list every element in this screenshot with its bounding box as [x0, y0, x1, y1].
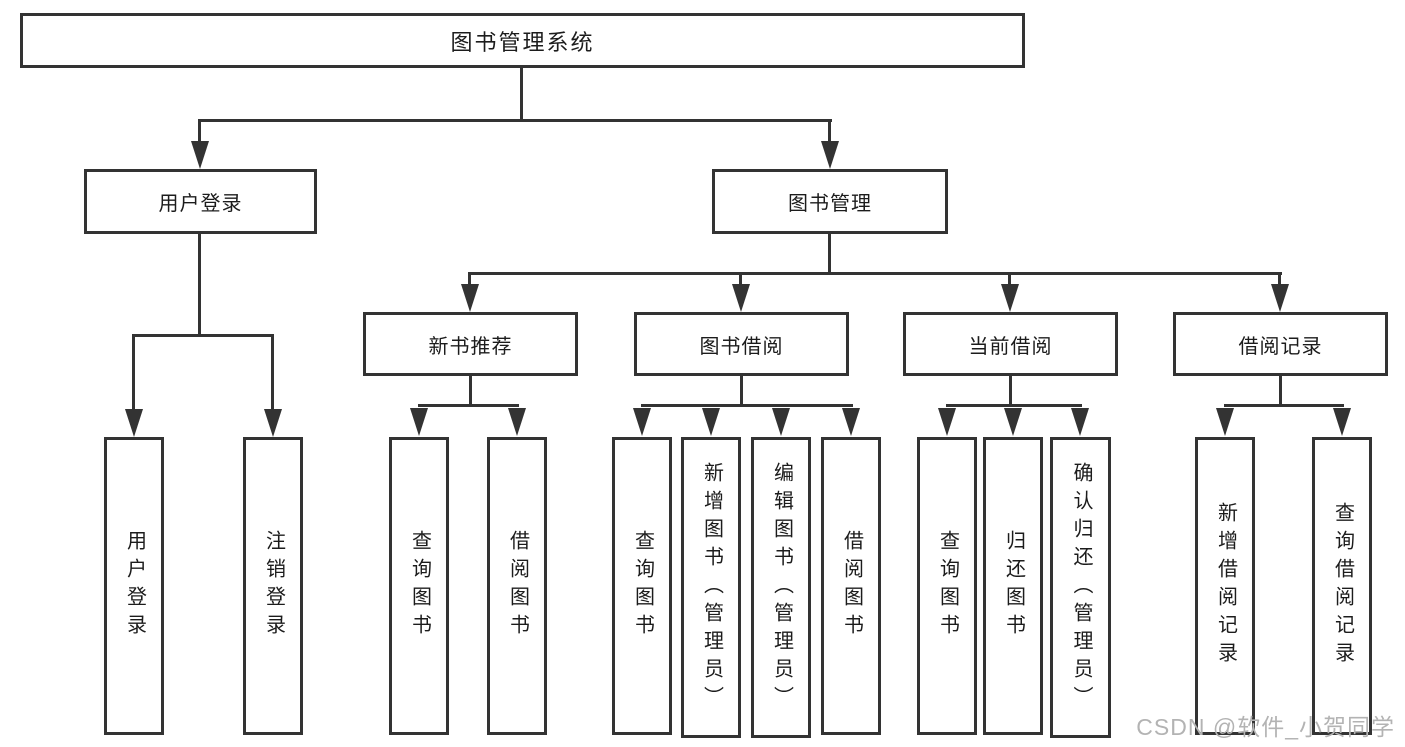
edge-book-management-shaft [828, 119, 831, 145]
leaf-confirm-return-admin: 确认归还（管理员） [1050, 437, 1111, 738]
leaf-query-books-3-label: 查询图书 [936, 530, 959, 642]
leaf-query-books-1-label: 查询图书 [408, 530, 431, 642]
edge-borrow-records-stub [1279, 374, 1282, 407]
arrow-down-icon [772, 408, 790, 436]
node-borrow-records: 借阅记录 [1173, 312, 1388, 376]
leaf-query-books-2-label: 查询图书 [631, 530, 654, 642]
edge-leaf-shaft [271, 334, 274, 412]
edge-new-book-split [418, 404, 519, 407]
node-book-management: 图书管理 [712, 169, 948, 234]
arrow-down-icon [410, 408, 428, 436]
node-new-book-recommend: 新书推荐 [363, 312, 578, 376]
edge-user-login-split [132, 334, 274, 337]
node-root-label: 图书管理系统 [450, 29, 595, 55]
edge-book-borrow-split [641, 404, 853, 407]
arrow-down-icon [842, 408, 860, 436]
arrow-down-icon [938, 408, 956, 436]
leaf-edit-book-admin-label: 编辑图书（管理员） [770, 461, 793, 714]
node-new-book-recommend-label: 新书推荐 [428, 335, 513, 358]
leaf-query-books-3: 查询图书 [917, 437, 977, 735]
edge-level2-branch [198, 119, 832, 122]
leaf-edit-book-admin: 编辑图书（管理员） [751, 437, 811, 738]
leaf-logout: 注销登录 [243, 437, 303, 735]
arrow-down-icon [1333, 408, 1351, 436]
arrow-down-icon [461, 284, 479, 312]
arrow-down-icon [1216, 408, 1234, 436]
edge-level3-branch [468, 272, 1282, 275]
edge-level3-shaft [1278, 272, 1281, 286]
leaf-add-borrow-record: 新增借阅记录 [1195, 437, 1255, 735]
leaf-return-book-label: 归还图书 [1002, 530, 1025, 642]
leaf-borrow-books-1-label: 借阅图书 [506, 530, 529, 642]
arrow-down-icon [702, 408, 720, 436]
leaf-user-login: 用户登录 [104, 437, 164, 735]
edge-current-borrow-stub [1009, 374, 1012, 407]
edge-level3-shaft [1008, 272, 1011, 286]
edge-user-login-shaft [198, 119, 201, 145]
edge-current-borrow-split [946, 404, 1082, 407]
node-current-borrow-label: 当前借阅 [968, 335, 1053, 358]
arrow-down-icon [264, 409, 282, 437]
node-current-borrow: 当前借阅 [903, 312, 1118, 376]
leaf-return-book: 归还图书 [983, 437, 1043, 735]
leaf-user-login-label: 用户登录 [123, 530, 146, 642]
node-borrow-records-label: 借阅记录 [1238, 335, 1323, 358]
arrow-down-icon [1271, 284, 1289, 312]
arrow-down-icon [191, 141, 209, 169]
node-user-login: 用户登录 [84, 169, 317, 234]
leaf-add-book-admin: 新增图书（管理员） [681, 437, 741, 738]
csdn-watermark: CSDN @软件_小贺同学 [1136, 714, 1395, 740]
edge-level3-shaft [739, 272, 742, 286]
leaf-confirm-return-admin-label: 确认归还（管理员） [1070, 461, 1092, 714]
arrow-down-icon [1004, 408, 1022, 436]
arrow-down-icon [508, 408, 526, 436]
leaf-add-book-admin-label: 新增图书（管理员） [700, 461, 723, 714]
edge-level3-shaft [468, 272, 471, 286]
leaf-add-borrow-record-label: 新增借阅记录 [1214, 502, 1237, 670]
edge-book-management-stub [828, 232, 831, 274]
arrow-down-icon [821, 141, 839, 169]
leaf-query-borrow-record: 查询借阅记录 [1312, 437, 1372, 735]
edge-book-borrow-stub [740, 374, 743, 407]
edge-borrow-records-split [1224, 404, 1344, 407]
arrow-down-icon [1071, 408, 1089, 436]
leaf-borrow-books-2-label: 借阅图书 [840, 530, 863, 642]
arrow-down-icon [125, 409, 143, 437]
node-book-management-label: 图书管理 [788, 193, 872, 215]
node-root: 图书管理系统 [20, 13, 1025, 68]
leaf-logout-label: 注销登录 [262, 530, 285, 642]
arrow-down-icon [633, 408, 651, 436]
leaf-query-borrow-record-label: 查询借阅记录 [1331, 502, 1354, 670]
node-user-login-label: 用户登录 [158, 193, 243, 215]
leaf-query-books-2: 查询图书 [612, 437, 672, 735]
leaf-borrow-books-1: 借阅图书 [487, 437, 547, 735]
leaf-query-books-1: 查询图书 [389, 437, 449, 735]
edge-leaf-shaft [132, 334, 135, 412]
node-book-borrow-label: 图书借阅 [699, 335, 784, 358]
leaf-borrow-books-2: 借阅图书 [821, 437, 881, 735]
edge-user-login-stub [198, 232, 201, 336]
node-book-borrow: 图书借阅 [634, 312, 849, 376]
edge-root-stub [520, 68, 523, 121]
arrow-down-icon [1001, 284, 1019, 312]
edge-new-book-stub [469, 374, 472, 407]
arrow-down-icon [732, 284, 750, 312]
